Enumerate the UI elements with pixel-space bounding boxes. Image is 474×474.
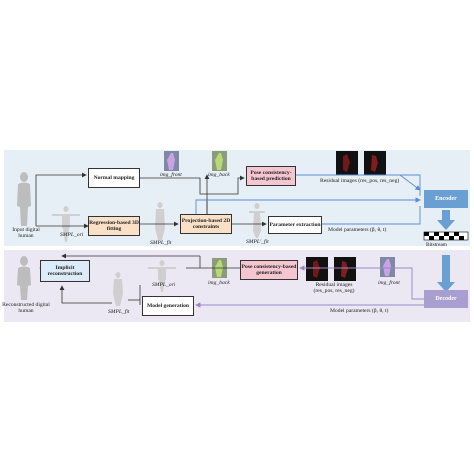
model-generation-box: Model generation — [142, 296, 194, 316]
input-label: Input digital human — [12, 227, 40, 240]
decoder-smpl-fit-label: SMPL_fit — [108, 309, 130, 315]
smpl-fit-figure — [155, 202, 165, 240]
pose-prediction-box: Pose consistency-based prediction — [246, 166, 296, 186]
model-parameters-label: Model parameters (β, θ, t) — [328, 227, 387, 233]
decoder-img-back-label: img_back — [208, 280, 230, 286]
img-back-label: img_back — [208, 172, 230, 178]
bitstream-pattern — [423, 231, 469, 241]
encoder-block — [424, 190, 468, 208]
img-front-label: img_front — [160, 172, 182, 178]
decoder-smpl-fit-figure — [113, 272, 123, 306]
encoder-label: Encoder — [435, 196, 457, 202]
input-human-figure — [17, 172, 31, 226]
reconstructed-human-figure — [17, 256, 31, 300]
smpl-ori-label: SMPL_ori — [60, 232, 84, 238]
decoder-model-parameters-label: Model parameters (β, θ, t) — [330, 308, 389, 314]
smpl-fit2-figure — [249, 203, 265, 238]
smpl-fit-label: SMPL_fit — [150, 240, 172, 246]
decoder-residual-label: Residual images (res_pos, res_neg) — [313, 282, 355, 295]
decoder-smpl-ori-figure — [148, 260, 176, 292]
smpl-ori-figure — [52, 206, 80, 242]
residual-images-label: Residual images (res_pos, res_neg) — [320, 178, 400, 184]
projection-constraints-box: Projection-based 2D constraints — [180, 214, 232, 234]
smpl-fit2-label: SMPL'_fit — [246, 239, 269, 245]
bitstream-label: Bitstream — [426, 242, 447, 248]
decoder-block — [424, 290, 468, 308]
decoder-img-front-label: img_front — [378, 280, 400, 286]
bitstream-arrow — [442, 210, 450, 220]
encoder-band — [4, 150, 470, 246]
normal-mapping-box: Normal mapping — [88, 168, 140, 188]
implicit-reconstruction-box: Implicit reconstruction — [40, 260, 90, 282]
decoder-smpl-ori-label: SMPL_ori — [152, 282, 176, 288]
regression-fitting-box: Regression-based 3D fitting — [88, 216, 140, 236]
pose-generation-box: Pose consistency-based generation — [240, 260, 298, 280]
reconstructed-label: Reconstructed digital human — [2, 302, 50, 315]
decoder-label: Decoder — [435, 296, 457, 302]
parameter-extraction-box: Parameter extraction — [268, 216, 322, 234]
